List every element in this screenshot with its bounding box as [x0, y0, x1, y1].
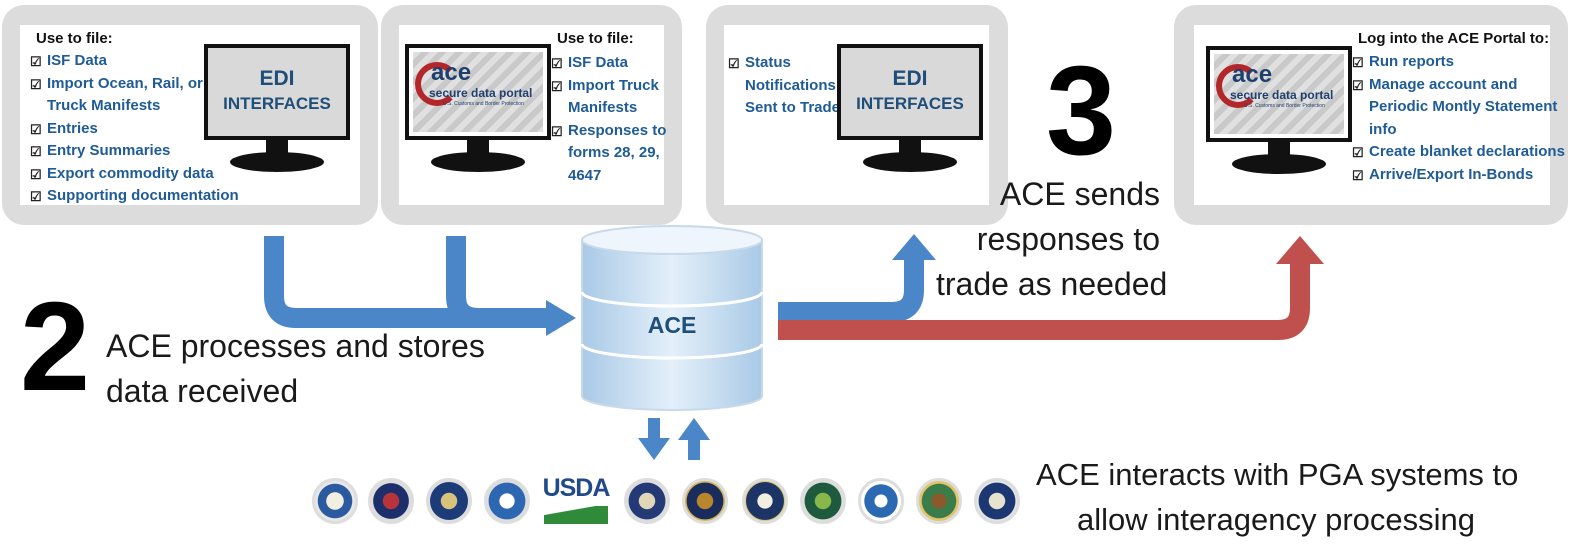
monitor-icon: ace secure data portal U.S. Customs and …: [1206, 46, 1352, 174]
checklist-item-continued: forms 28, 29,: [568, 144, 660, 161]
agency-seal-icon: [858, 478, 904, 524]
monitor-icon: EDI INTERFACES: [204, 44, 350, 172]
checklist-item-continued: Notifications: [745, 76, 836, 94]
checklist-item: ☑Manage account and: [1352, 74, 1565, 97]
checklist-item: ☑ISF Data: [30, 50, 239, 73]
agency-seal-icon: [916, 478, 962, 524]
checklist-item: ☑Status: [728, 52, 840, 75]
checkbox-icon: ☑: [30, 76, 42, 92]
checklist-item-continued: 4647: [568, 166, 602, 184]
checklist-item: ☑Create blanket declarations: [1352, 141, 1565, 164]
checklist-item-continued: info: [1369, 120, 1397, 138]
checklist-item-continued: Sent to Trade: [745, 99, 841, 116]
ace-portal-logo: ace secure data portal U.S. Customs and …: [413, 52, 543, 132]
checkbox-icon: ☑: [551, 78, 563, 94]
checkbox-icon: ☑: [30, 166, 42, 182]
panel4-title: Log into the ACE Portal to:: [1358, 30, 1550, 47]
panel4-checklist: ☑Run reports ☑Manage account and Periodi…: [1352, 51, 1565, 186]
checklist-item: ☑Import Truck: [551, 75, 666, 98]
checkbox-icon: ☑: [30, 144, 42, 159]
panel1-title: Use to file:: [36, 30, 113, 47]
step-2-caption: ACE processes and stores data received: [106, 328, 485, 409]
checkbox-icon: ☑: [30, 189, 42, 204]
checklist-item: ☑Entry Summaries: [30, 140, 239, 163]
checklist-item: ☑Supporting documentation: [30, 185, 239, 208]
agency-seal-icon: [484, 478, 530, 524]
step-2-number: 2: [20, 276, 91, 417]
checkbox-icon: ☑: [30, 54, 42, 69]
usda-logo: USDA: [540, 474, 612, 528]
step-3-number: 3: [1046, 40, 1117, 181]
checklist-item: ☑Export commodity data: [30, 163, 239, 186]
arrow-head-to-panel3: [892, 234, 936, 260]
checkbox-icon: ☑: [1352, 77, 1364, 93]
panel1-checklist: ☑ISF Data ☑Import Ocean, Rail, or Truck …: [30, 50, 239, 208]
checklist-item-continued: Periodic Montly Statement: [1369, 98, 1558, 115]
arrow-panel1-to-ace: [264, 236, 548, 328]
monitor-icon: ace secure data portal U.S. Customs and …: [405, 44, 551, 172]
checkbox-icon: ☑: [1352, 145, 1364, 160]
panel2-title: Use to file:: [557, 30, 634, 47]
checkbox-icon: ☑: [551, 56, 563, 71]
checklist-item: ☑Run reports: [1352, 51, 1565, 74]
checklist-item: ☑Import Ocean, Rail, or: [30, 73, 239, 96]
monitor-icon: EDI INTERFACES: [837, 44, 983, 172]
arrow-head-into-ace: [546, 300, 576, 336]
checkbox-icon: ☑: [728, 56, 740, 71]
panel3-checklist: ☑Status Notifications Sent to Trade: [728, 52, 840, 120]
checkbox-icon: ☑: [551, 123, 563, 139]
checklist-item-continued: Manifests: [568, 99, 638, 116]
database-label: ACE: [647, 312, 697, 338]
agency-seal-icon: [974, 478, 1020, 524]
agency-seal-icon: [426, 478, 472, 524]
panel2-checklist: ☑ISF Data ☑Import Truck Manifests ☑Respo…: [551, 52, 666, 187]
agency-seal-icon: [312, 478, 358, 524]
checklist-item: ☑ISF Data: [551, 52, 666, 75]
agency-seal-icon: [742, 478, 788, 524]
checkbox-icon: ☑: [30, 121, 42, 137]
arrow-ace-to-panel3: [778, 258, 924, 322]
agency-seal-icon: [624, 478, 670, 524]
checklist-item: ☑Entries: [30, 118, 239, 141]
edi-title: EDI INTERFACES: [856, 67, 964, 113]
ace-portal-logo: ace secure data portal U.S. Customs and …: [1214, 54, 1344, 134]
arrow-head-to-panel4: [1276, 236, 1324, 264]
pga-caption: ACE interacts with PGA systems to allow …: [1036, 457, 1519, 537]
arrow-up-from-ace: [678, 418, 710, 460]
agency-seal-icon: [682, 478, 728, 524]
step-3-caption: ACE sends responses to trade as needed: [936, 176, 1168, 302]
agency-seal-icon: [800, 478, 846, 524]
agency-seal-icon: [368, 478, 414, 524]
arrow-down-to-pga: [638, 418, 670, 460]
pga-seals-row: USDA: [310, 474, 1025, 534]
checklist-item-continued: Truck Manifests: [47, 97, 161, 114]
checkbox-icon: ☑: [1352, 167, 1364, 183]
checkbox-icon: ☑: [1352, 55, 1364, 70]
edi-title: EDI INTERFACES: [223, 67, 331, 113]
arrow-panel2-to-ace: [446, 236, 479, 328]
checklist-item: ☑Responses to: [551, 120, 666, 143]
checklist-item: ☑Arrive/Export In-Bonds: [1352, 164, 1565, 187]
